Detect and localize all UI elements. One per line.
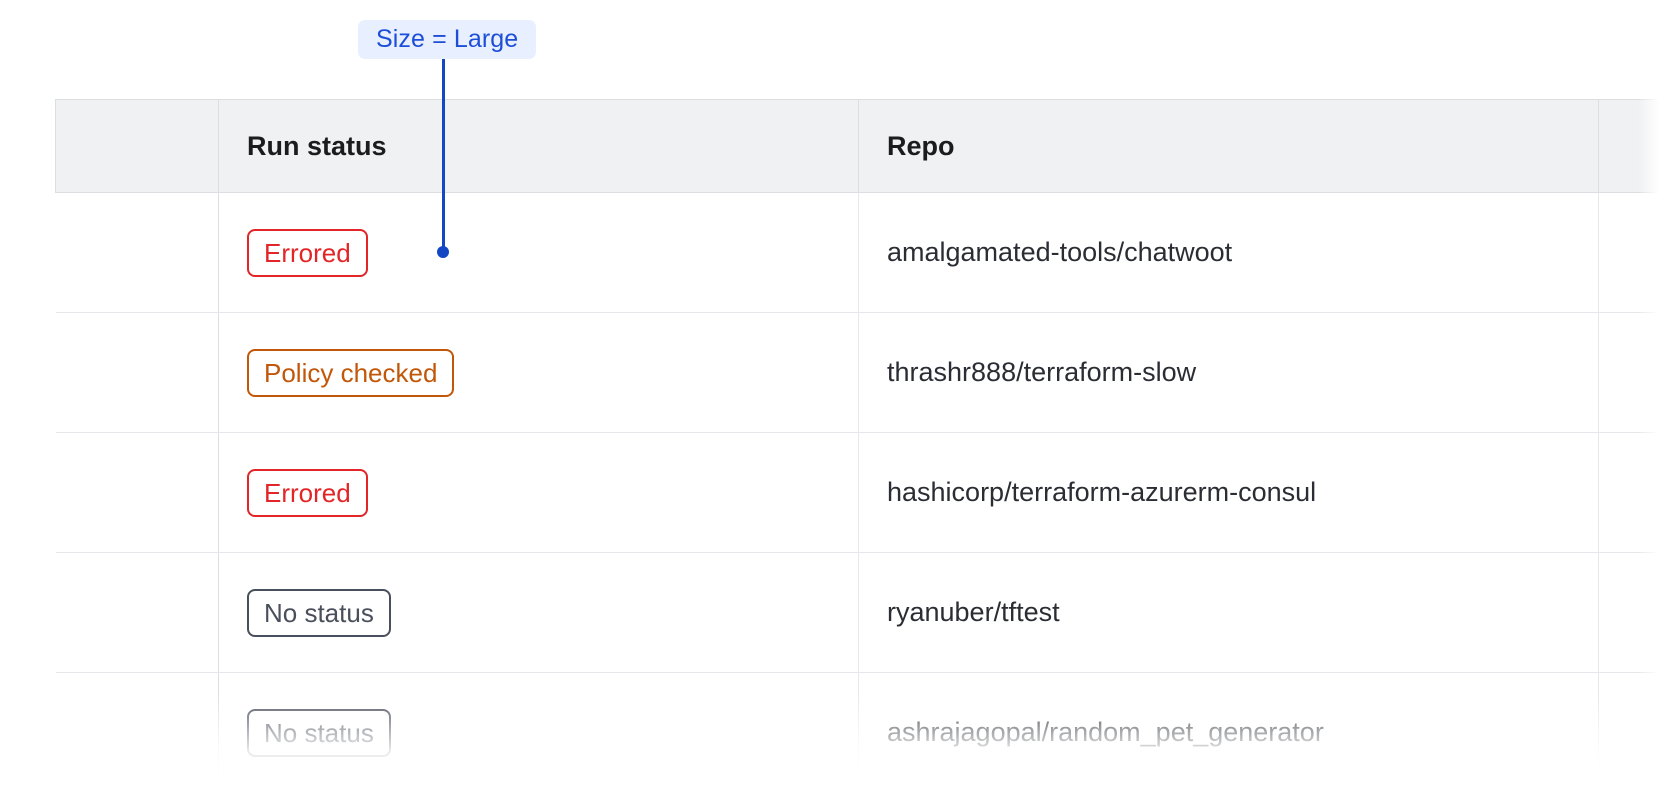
- row-extra-cell: [1598, 672, 1672, 788]
- row-run-status-cell: Errored: [218, 192, 859, 313]
- table-row[interactable]: Errored hashicorp/terraform-azurerm-cons…: [55, 432, 1672, 553]
- row-repo-cell: ashrajagopal/random_pet_generator: [858, 672, 1599, 788]
- table-row[interactable]: No status ryanuber/tftest: [55, 552, 1672, 673]
- status-badge[interactable]: Policy checked: [247, 348, 455, 397]
- runs-table: Run status Repo Errored amalgamated-tool…: [55, 99, 1672, 788]
- row-select-cell[interactable]: [55, 192, 219, 313]
- row-repo-cell: thrashr888/terraform-slow: [858, 312, 1599, 433]
- status-badge[interactable]: No status: [247, 708, 391, 757]
- row-extra-cell: [1598, 432, 1672, 553]
- run-status-table-container: Run status Repo Errored amalgamated-tool…: [0, 99, 1672, 788]
- table-row[interactable]: No status ashrajagopal/random_pet_genera…: [55, 672, 1672, 788]
- row-run-status-cell: No status: [218, 672, 859, 788]
- row-run-status-cell: Policy checked: [218, 312, 859, 433]
- column-header-repo[interactable]: Repo: [858, 99, 1599, 193]
- column-header-extra[interactable]: [1598, 99, 1672, 193]
- table-header: Run status Repo: [55, 99, 1672, 193]
- size-annotation-badge[interactable]: Size = Large: [358, 20, 537, 59]
- row-repo-cell: ryanuber/tftest: [858, 552, 1599, 673]
- column-header-run-status[interactable]: Run status: [218, 99, 859, 193]
- row-extra-cell: [1598, 552, 1672, 673]
- row-run-status-cell: No status: [218, 552, 859, 673]
- status-badge[interactable]: No status: [247, 588, 391, 637]
- row-run-status-cell: Errored: [218, 432, 859, 553]
- row-extra-cell: [1598, 312, 1672, 433]
- table-body: Errored amalgamated-tools/chatwoot Polic…: [55, 192, 1672, 788]
- row-select-cell[interactable]: [55, 432, 219, 553]
- status-badge[interactable]: Errored: [247, 468, 368, 517]
- column-header-select[interactable]: [55, 99, 219, 193]
- table-row[interactable]: Errored amalgamated-tools/chatwoot: [55, 192, 1672, 313]
- row-extra-cell: [1598, 192, 1672, 313]
- row-repo-cell: hashicorp/terraform-azurerm-consul: [858, 432, 1599, 553]
- row-select-cell[interactable]: [55, 672, 219, 788]
- row-repo-cell: amalgamated-tools/chatwoot: [858, 192, 1599, 313]
- row-select-cell[interactable]: [55, 312, 219, 433]
- table-header-row: Run status Repo: [55, 99, 1672, 193]
- row-select-cell[interactable]: [55, 552, 219, 673]
- table-row[interactable]: Policy checked thrashr888/terraform-slow: [55, 312, 1672, 433]
- status-badge[interactable]: Errored: [247, 228, 368, 277]
